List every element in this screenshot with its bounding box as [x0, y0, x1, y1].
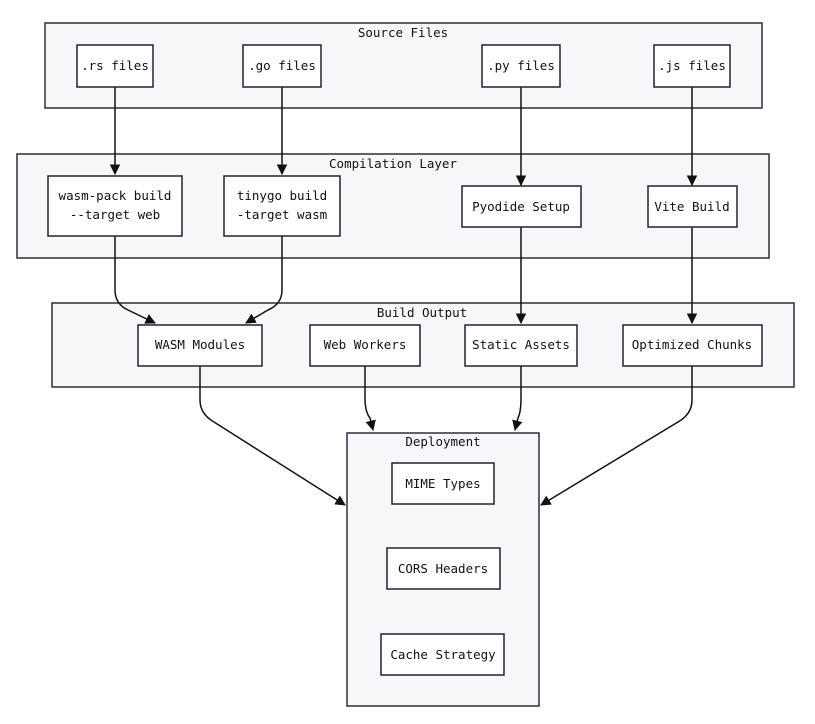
node-wasm-modules: WASM Modules	[137, 324, 263, 367]
node-pyodide-setup-label: Pyodide Setup	[472, 199, 570, 214]
node-go-files: .go files	[242, 44, 322, 88]
node-js-files: .js files	[653, 44, 731, 88]
node-cache-strategy: Cache Strategy	[380, 633, 505, 676]
cluster-compilation-layer-title: Compilation Layer	[329, 156, 457, 171]
node-rs-files-label: .rs files	[81, 58, 149, 73]
node-tinygo-build-line2: -target wasm	[237, 207, 327, 222]
cluster-source-files: Source Files	[44, 22, 763, 109]
edge-optimized-chunks-to-deployment	[540, 366, 693, 506]
cluster-source-files-title: Source Files	[358, 25, 448, 40]
node-vite-build: Vite Build	[647, 185, 738, 228]
node-web-workers: Web Workers	[309, 324, 421, 367]
node-cors-headers-label: CORS Headers	[398, 561, 488, 576]
edge-wasmpack-to-wasm-modules	[114, 236, 156, 324]
edge-wasm-modules-to-deployment	[199, 366, 346, 506]
cluster-deployment-title: Deployment	[405, 434, 480, 449]
node-py-files-label: .py files	[487, 58, 555, 73]
node-wasm-modules-label: WASM Modules	[155, 337, 245, 352]
node-pyodide-setup: Pyodide Setup	[461, 185, 582, 228]
node-wasm-pack-build-line2: --target web	[70, 207, 160, 222]
edge-web-workers-to-deployment	[364, 366, 376, 432]
edge-static-assets-to-deployment	[512, 366, 523, 432]
node-tinygo-build-line1: tinygo build	[237, 188, 327, 203]
node-web-workers-label: Web Workers	[324, 337, 407, 352]
node-static-assets: Static Assets	[464, 324, 578, 367]
node-tinygo-build: tinygo build -target wasm	[223, 175, 341, 237]
node-js-files-label: .js files	[658, 58, 726, 73]
node-cache-strategy-label: Cache Strategy	[390, 647, 496, 662]
node-rs-files: .rs files	[76, 44, 154, 88]
node-mime-types-label: MIME Types	[405, 476, 480, 491]
node-static-assets-label: Static Assets	[472, 337, 570, 352]
node-optimized-chunks: Optimized Chunks	[622, 324, 763, 367]
node-wasm-pack-build: wasm-pack build --target web	[47, 175, 183, 237]
node-wasm-pack-build-line1: wasm-pack build	[59, 188, 172, 203]
edge-tinygo-to-wasm-modules	[245, 236, 283, 324]
node-cors-headers: CORS Headers	[386, 547, 501, 590]
edges	[109, 87, 698, 506]
node-optimized-chunks-label: Optimized Chunks	[632, 337, 752, 352]
node-py-files: .py files	[481, 44, 561, 88]
node-mime-types: MIME Types	[391, 462, 495, 505]
node-go-files-label: .go files	[248, 58, 316, 73]
cluster-build-output-title: Build Output	[377, 305, 467, 320]
node-vite-build-label: Vite Build	[654, 199, 729, 214]
